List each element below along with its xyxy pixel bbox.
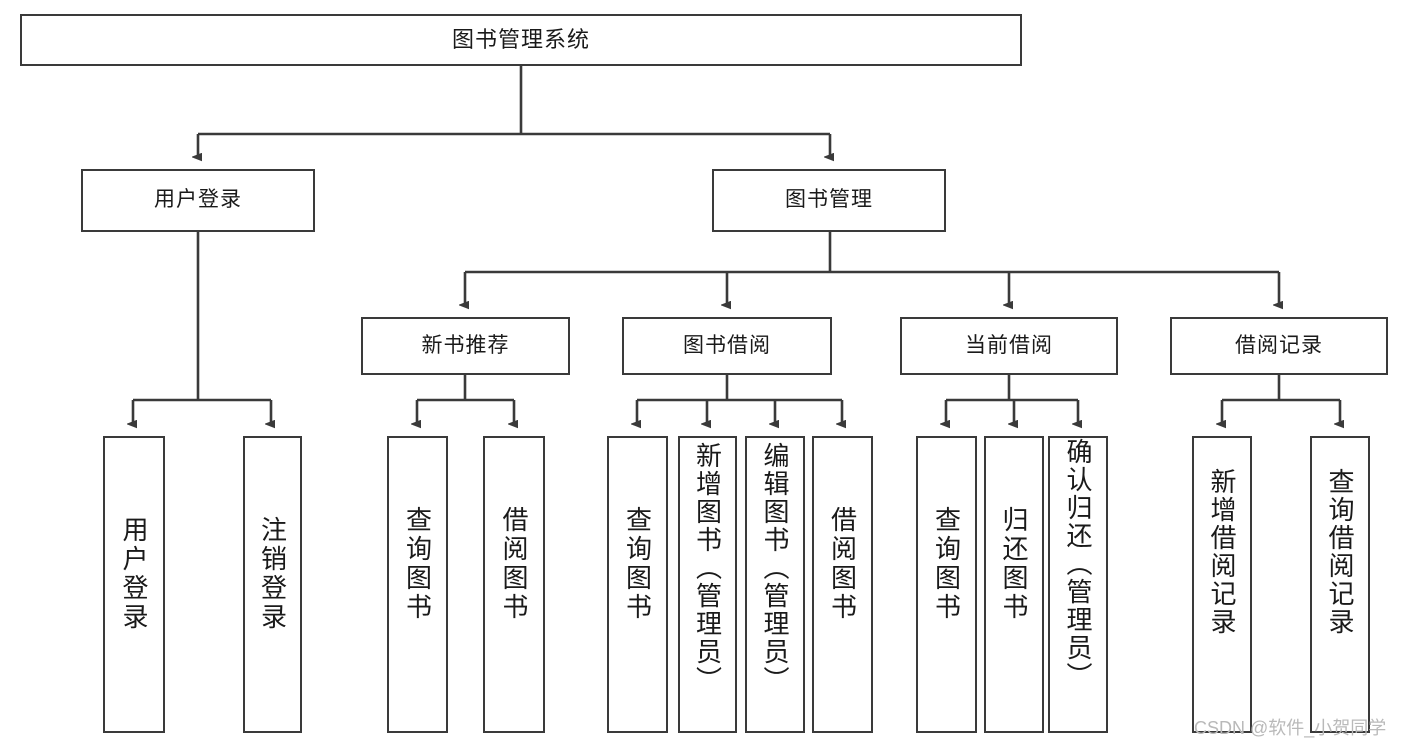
node-label: 查询图书 xyxy=(931,506,962,622)
node-label: 编辑图书（管理员） xyxy=(760,442,790,694)
node-label: 图书管理系统 xyxy=(451,27,590,53)
node-label: 新书推荐 xyxy=(421,333,510,357)
leaf-user-login-login[interactable]: 用户登录 xyxy=(103,436,165,733)
node-label: 归还图书 xyxy=(999,506,1029,622)
leaf-user-login-logout[interactable]: 注销登录 xyxy=(243,436,302,733)
node-book-management[interactable]: 图书管理 xyxy=(712,169,946,232)
node-label: 当前借阅 xyxy=(965,333,1053,357)
csdn-watermark: CSDN @软件_小贺同学 xyxy=(1194,718,1387,738)
node-root-system[interactable]: 图书管理系统 xyxy=(20,14,1022,66)
node-current-borrow[interactable]: 当前借阅 xyxy=(900,317,1118,375)
node-borrow-record[interactable]: 借阅记录 xyxy=(1170,317,1388,375)
node-book-borrow[interactable]: 图书借阅 xyxy=(622,317,832,375)
leaf-new-book-query[interactable]: 查询图书 xyxy=(387,436,448,733)
leaf-current-borrow-return[interactable]: 归还图书 xyxy=(984,436,1044,733)
node-user-login[interactable]: 用户登录 xyxy=(81,169,315,232)
leaf-borrow-record-add[interactable]: 新增借阅记录 xyxy=(1192,436,1252,733)
node-label: 确认归还（管理员） xyxy=(1063,438,1093,690)
leaf-book-borrow-add[interactable]: 新增图书（管理员） xyxy=(678,436,737,733)
node-new-book-recommend[interactable]: 新书推荐 xyxy=(361,317,570,375)
node-label: 查询图书 xyxy=(622,506,653,622)
node-label: 查询借阅记录 xyxy=(1325,468,1355,636)
node-label: 借阅图书 xyxy=(827,506,858,622)
node-label: 新增借阅记录 xyxy=(1207,468,1237,636)
leaf-book-borrow-edit[interactable]: 编辑图书（管理员） xyxy=(745,436,805,733)
leaf-new-book-borrow[interactable]: 借阅图书 xyxy=(483,436,545,733)
node-label: 查询图书 xyxy=(402,506,433,622)
node-label: 图书借阅 xyxy=(683,333,771,357)
node-label: 新增图书（管理员） xyxy=(692,442,723,694)
node-label: 借阅图书 xyxy=(499,506,529,622)
leaf-book-borrow-query[interactable]: 查询图书 xyxy=(607,436,668,733)
node-label: 用户登录 xyxy=(154,188,242,212)
leaf-current-borrow-confirm-return[interactable]: 确认归还（管理员） xyxy=(1048,436,1108,733)
node-label: 借阅记录 xyxy=(1235,333,1323,357)
node-label: 注销登录 xyxy=(257,516,288,632)
leaf-borrow-record-query[interactable]: 查询借阅记录 xyxy=(1310,436,1370,733)
leaf-current-borrow-query[interactable]: 查询图书 xyxy=(916,436,977,733)
node-label: 图书管理 xyxy=(785,188,873,212)
leaf-book-borrow-borrow[interactable]: 借阅图书 xyxy=(812,436,873,733)
node-label: 用户登录 xyxy=(119,516,149,632)
